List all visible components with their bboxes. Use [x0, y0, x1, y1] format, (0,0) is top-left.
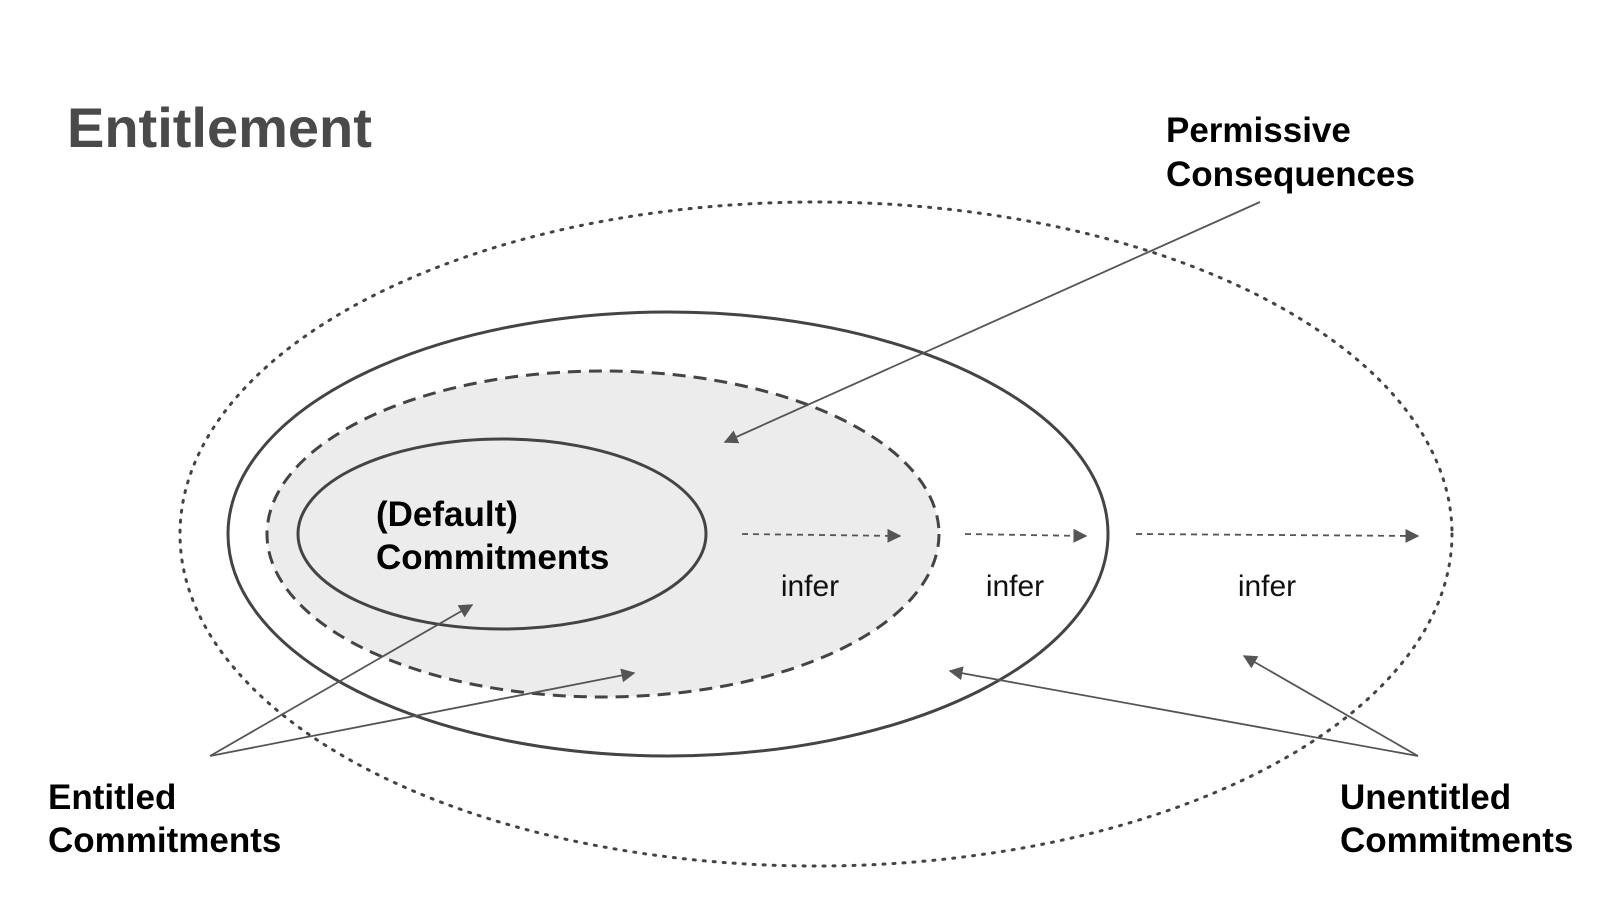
entitled-pointer-shaded: [209, 668, 636, 757]
permissive-consequences-ellipse: [265, 369, 941, 699]
infer-label-2: infer: [986, 570, 1044, 603]
default-commitments-ellipse: [296, 437, 708, 631]
infer-label-1: infer: [781, 570, 839, 603]
unentitled-commitments-label-line2: Commitments: [1340, 821, 1573, 860]
entitled-commitments-label-line2: Commitments: [48, 821, 281, 860]
unentitled-commitments-label-line1: Unentitled: [1340, 778, 1511, 817]
default-commitments-label-line1: (Default): [376, 495, 518, 534]
unentitled-pointer-outer: [1242, 655, 1419, 757]
entitled-pointer-inner: [209, 604, 474, 757]
diagram-title: Entitlement: [67, 96, 372, 159]
infer-arrow-3: [1135, 528, 1420, 543]
outer-dotted-ellipse: [178, 200, 1454, 868]
permissive-consequences-pointer: [723, 201, 1261, 444]
unentitled-pointer-middle: [948, 666, 1419, 757]
entitled-ellipse: [226, 310, 1110, 758]
permissive-consequences-label-line2: Consequences: [1166, 155, 1415, 194]
infer-arrow-1: [741, 528, 902, 543]
infer-label-3: infer: [1238, 570, 1296, 603]
entitled-commitments-label-line1: Entitled: [48, 778, 176, 817]
infer-arrow-2: [964, 528, 1088, 543]
default-commitments-label-line2: Commitments: [376, 538, 609, 577]
permissive-consequences-label-line1: Permissive: [1166, 111, 1351, 150]
